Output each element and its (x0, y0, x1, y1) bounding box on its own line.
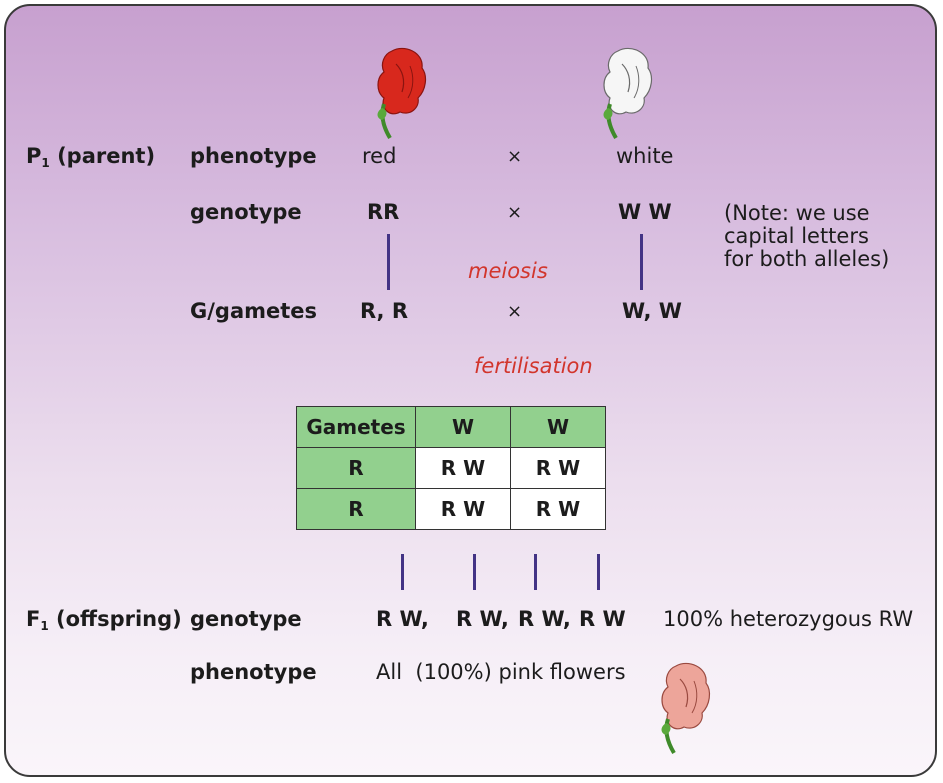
offspring-line (473, 554, 476, 590)
punnett-cell: R W (415, 447, 511, 489)
p1-label: P1 (parent) (26, 144, 156, 170)
white-genotype: W W (618, 200, 672, 224)
punnett-square: Gametes W W R R W R W R R W R W (296, 406, 606, 530)
white-flower-icon (603, 47, 653, 140)
row-label-f1-phenotype: phenotype (190, 660, 317, 684)
punnett-row-allele: R (296, 488, 416, 530)
offspring-genotype: R W (579, 607, 626, 631)
phenotype-summary: All (100%) pink flowers (376, 660, 626, 684)
white-phenotype: white (616, 144, 674, 168)
f1-label: F1 (offspring) (26, 607, 182, 633)
red-genotype: RR (367, 200, 400, 224)
genotype-summary: 100% heterozygous RW (663, 607, 914, 631)
offspring-genotype: R W, (376, 607, 429, 631)
punnett-row-allele: R (296, 447, 416, 489)
punnett-header-gametes: Gametes (296, 406, 416, 448)
punnett-row: R R W R W (296, 447, 606, 489)
note-text: (Note: we use capital letters for both a… (724, 201, 890, 271)
cross-symbol: × (507, 202, 523, 223)
offspring-line (534, 554, 537, 590)
meiosis-line-left (387, 234, 390, 290)
row-label-gametes: G/gametes (190, 299, 318, 323)
row-label-genotype: genotype (190, 200, 302, 224)
offspring-genotype: R W, (518, 607, 571, 631)
punnett-cell: R W (510, 447, 606, 489)
punnett-cell: R W (415, 488, 511, 530)
diagram-panel: P1 (parent) phenotype red × white genoty… (4, 4, 937, 777)
white-gametes: W, W (622, 299, 682, 323)
offspring-genotype: R W, (456, 607, 509, 631)
punnett-header-allele: W (415, 406, 511, 448)
meiosis-line-right (640, 234, 643, 290)
fertilisation-label: fertilisation (474, 354, 593, 378)
punnett-cell: R W (510, 488, 606, 530)
pink-flower-icon (661, 662, 711, 755)
punnett-header-row: Gametes W W (296, 406, 606, 448)
row-label-phenotype: phenotype (190, 144, 317, 168)
offspring-line (597, 554, 600, 590)
row-label-f1-genotype: genotype (190, 607, 302, 631)
offspring-line (401, 554, 404, 590)
meiosis-label: meiosis (468, 259, 548, 283)
red-gametes: R, R (360, 299, 409, 323)
cross-symbol: × (507, 146, 523, 167)
red-phenotype: red (362, 144, 397, 168)
red-flower-icon (377, 47, 427, 140)
punnett-row: R R W R W (296, 488, 606, 530)
cross-symbol: × (507, 301, 523, 322)
punnett-header-allele: W (510, 406, 606, 448)
